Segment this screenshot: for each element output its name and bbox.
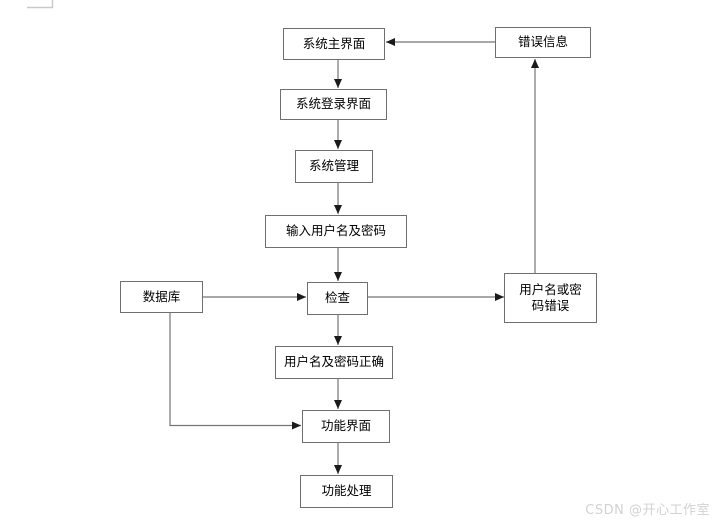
connector-database-to-functionui [169, 313, 301, 430]
node-check: 检查 [307, 282, 368, 315]
node-function-ui: 功能界面 [302, 410, 390, 443]
node-credentials-correct: 用户名及密码正确 [275, 346, 393, 379]
node-error-info: 错误信息 [495, 27, 591, 58]
node-database: 数据库 [120, 281, 203, 313]
node-system-main: 系统主界面 [283, 28, 385, 60]
node-input-credentials: 输入用户名及密码 [265, 215, 407, 248]
node-credentials-wrong: 用户名或密 码错误 [504, 273, 597, 323]
node-function-processing: 功能处理 [300, 475, 393, 508]
node-system-login: 系统登录界面 [280, 89, 387, 120]
node-system-management: 系统管理 [295, 150, 373, 183]
text-boundary-corner-mark [27, 0, 54, 9]
csdn-watermark: CSDN @开心工作室 [585, 503, 710, 518]
